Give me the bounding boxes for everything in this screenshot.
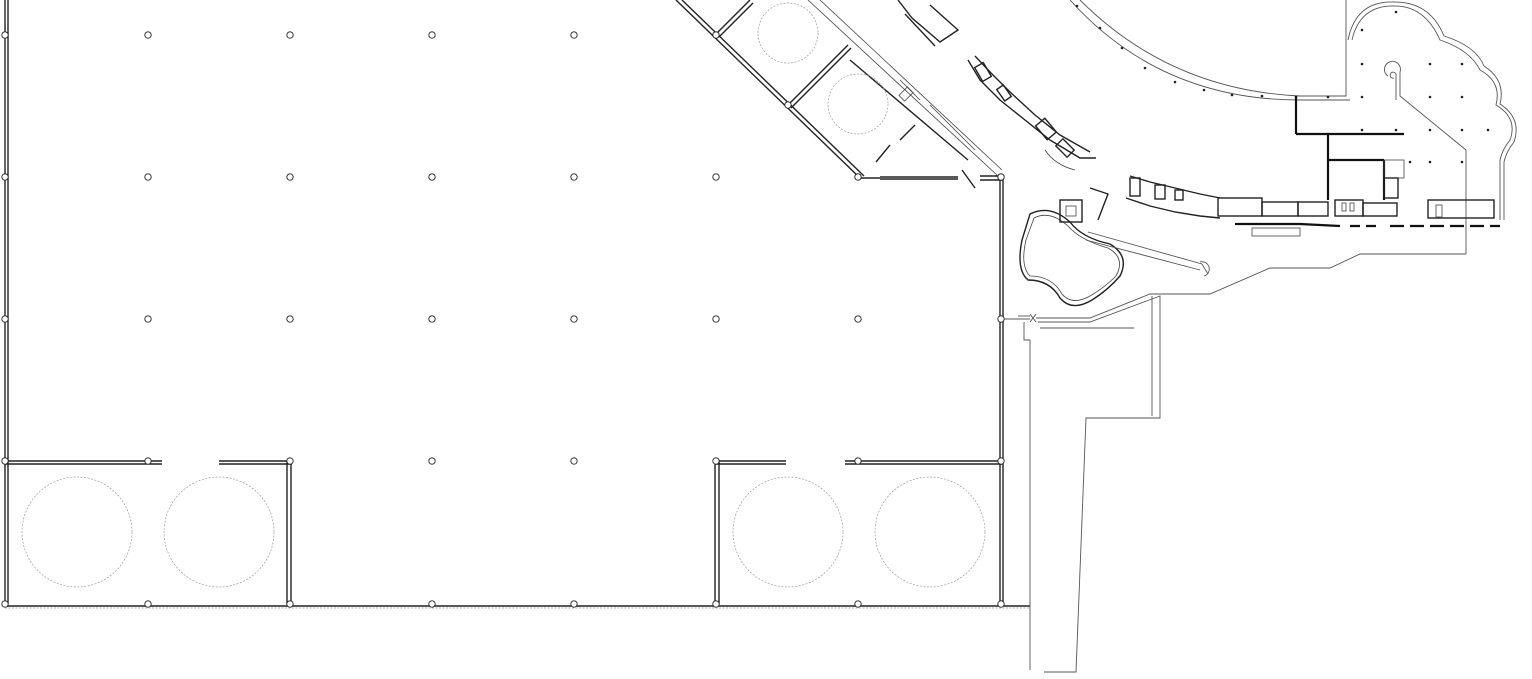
tank-circle (163, 476, 275, 588)
organic-pavilion (1294, 1, 1517, 254)
structural-column (1, 457, 9, 465)
structural-column (428, 457, 436, 465)
structural-column (712, 457, 720, 465)
lower-bays (5, 460, 1003, 604)
structural-column (997, 315, 1005, 323)
diagonal-block (675, 0, 1003, 189)
tank-circle (21, 476, 133, 588)
structural-column (997, 457, 1005, 465)
structural-column (570, 173, 578, 181)
structural-column (712, 600, 720, 608)
structural-column (712, 31, 720, 39)
curved-corridor (897, 0, 1500, 237)
structural-column (144, 173, 152, 181)
structural-column (570, 31, 578, 39)
structural-column (712, 173, 720, 181)
structural-column (1, 315, 9, 323)
structural-column (286, 600, 294, 608)
structural-column (144, 31, 152, 39)
pool-basin (1019, 187, 1210, 307)
structural-column (144, 600, 152, 608)
structural-column (1, 173, 9, 181)
structural-column (784, 101, 792, 109)
walkway (1003, 253, 1466, 673)
column-grid (1, 31, 1005, 608)
structural-column (854, 315, 862, 323)
tank-circle (732, 476, 844, 588)
structural-column (286, 173, 294, 181)
structural-column (997, 600, 1005, 608)
structural-column (854, 457, 862, 465)
structural-column (570, 600, 578, 608)
courtyard-curve (1069, 0, 1350, 101)
structural-column (144, 315, 152, 323)
structural-column (854, 173, 862, 181)
tank-circle (827, 73, 889, 135)
structural-column (854, 600, 862, 608)
structural-column (428, 315, 436, 323)
structural-column (1, 31, 9, 39)
structural-column (286, 315, 294, 323)
structural-column (428, 31, 436, 39)
structural-column (997, 173, 1005, 181)
tank-circle (757, 2, 819, 64)
main-hall (4, 0, 1030, 609)
structural-column (286, 457, 294, 465)
structural-column (428, 600, 436, 608)
structural-column (712, 315, 720, 323)
structural-column (428, 173, 436, 181)
structural-column (144, 457, 152, 465)
structural-column (1, 600, 9, 608)
structural-column (570, 457, 578, 465)
structural-column (570, 315, 578, 323)
structural-column (286, 31, 294, 39)
tank-circle (874, 476, 986, 588)
